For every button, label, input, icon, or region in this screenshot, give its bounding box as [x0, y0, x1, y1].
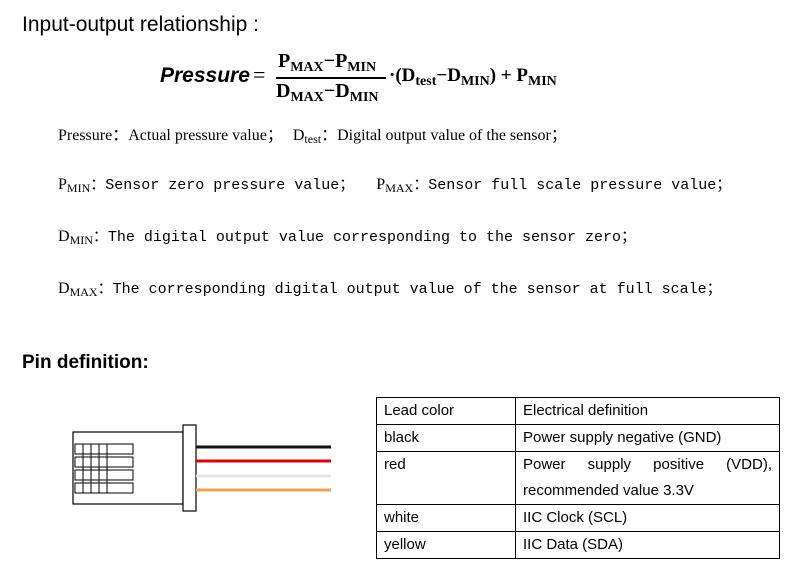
pin-definition-table: Lead color Electrical definition black P… [376, 397, 780, 559]
table-cell-definition: Power supply negative (GND) [515, 424, 780, 452]
table-cell-definition: IIC Clock (SCL) [515, 504, 780, 532]
definition-pmin-pmax: PMIN：Sensor zero pressure value； PMAX：Se… [58, 176, 732, 195]
formula-fraction-bar [276, 77, 386, 79]
formula-tail: ·(Dtest−DMIN) + PMIN [389, 65, 557, 89]
table-cell-color: red [376, 451, 516, 505]
connector-flange [182, 424, 197, 512]
table-header-cell: Lead color [376, 397, 516, 425]
formula-equals: = [253, 62, 266, 87]
definition-line-2: recommended value 3.3V [523, 482, 694, 499]
definition-pressure: Pressure：Actual pressure value； Dtest：Di… [58, 127, 567, 146]
definition-dmin: DMIN：The digital output value correspond… [58, 228, 636, 247]
connector-pins [74, 443, 134, 494]
table-row: black Power supply negative (GND) [376, 424, 780, 452]
formula-denominator: DMAX−DMIN [276, 80, 379, 105]
table-cell-color: black [376, 424, 516, 452]
definition-line-1: Power supply positive (VDD), [523, 456, 772, 473]
table-cell-color: yellow [376, 531, 516, 559]
definition-dmax: DMAX：The corresponding digital output va… [58, 280, 722, 299]
table-cell-definition: Power supply positive (VDD), recommended… [515, 451, 780, 505]
formula-numerator: PMAX−PMIN [278, 50, 377, 75]
table-cell-definition: IIC Data (SDA) [515, 531, 780, 559]
section-title-pin: Pin definition: [22, 352, 149, 373]
table-row: white IIC Clock (SCL) [376, 504, 780, 532]
section-title-io: Input-output relationship : [22, 13, 259, 36]
table-header-row: Lead color Electrical definition [376, 397, 780, 425]
table-cell-color: white [376, 504, 516, 532]
table-row: yellow IIC Data (SDA) [376, 531, 780, 559]
formula-lhs: Pressure [160, 64, 250, 87]
table-row: red Power supply positive (VDD), recomme… [376, 451, 780, 505]
table-header-cell: Electrical definition [515, 397, 780, 425]
